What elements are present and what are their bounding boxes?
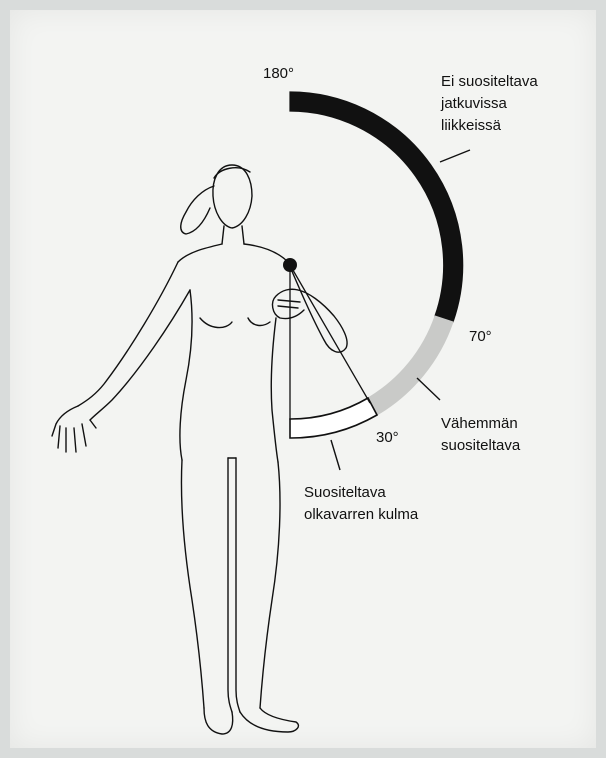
angle-label-70: 70° (469, 328, 492, 345)
zone-label-recommended-line2: olkavarren kulma (304, 506, 419, 523)
arc-recommended-zone (290, 398, 377, 438)
zone-label-less-recommended-line2: suositeltava (441, 437, 521, 454)
arc-less-recommended-zone (368, 316, 453, 415)
arc-not-recommended-zone (290, 92, 463, 322)
human-figure (52, 165, 347, 734)
leader-line-recommended (331, 440, 340, 470)
zone-label-recommended-line1: Suositeltava (304, 484, 386, 501)
angle-label-30: 30° (376, 429, 399, 446)
zone-label-less-recommended-line1: Vähemmän (441, 415, 518, 432)
zone-label-not-recommended-line1: Ei suositeltava (441, 73, 538, 90)
arm-angle-line (290, 265, 370, 403)
angle-label-180: 180° (263, 65, 294, 82)
leader-line-not-recommended (440, 150, 470, 162)
leader-line-less-recommended (417, 378, 440, 400)
zone-label-not-recommended-line3: liikkeissä (441, 117, 502, 134)
zone-label-not-recommended-line2: jatkuvissa (440, 95, 508, 112)
